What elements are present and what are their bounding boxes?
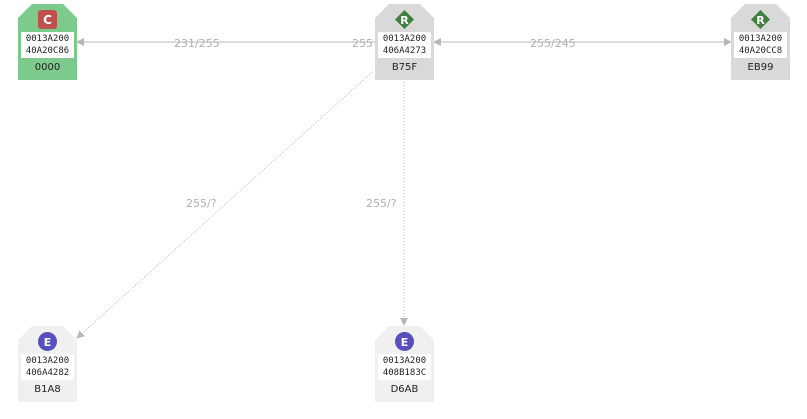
- node-router-right[interactable]: R 0013A200 40A20CC8 EB99: [731, 4, 790, 80]
- svg-text:E: E: [44, 336, 52, 349]
- link-label-center-coordinator: 231/255: [174, 37, 220, 50]
- coordinator-badge-icon: C: [38, 10, 57, 29]
- address-high: 0013A200: [25, 34, 70, 44]
- node-id: B1A8: [34, 384, 61, 395]
- node-address: 0013A200 40A20C86: [21, 32, 74, 58]
- end-device-badge-icon: E: [395, 332, 414, 351]
- node-id: EB99: [747, 62, 774, 73]
- router-badge-icon: R: [751, 10, 770, 29]
- link-label-center-right: 255/245: [530, 37, 576, 50]
- link-label-center-end-center: 255/?: [366, 197, 397, 210]
- node-address: 0013A200 40A20CC8: [734, 32, 787, 58]
- address-high: 0013A200: [25, 356, 70, 366]
- svg-text:R: R: [756, 14, 765, 27]
- node-address: 0013A200 406A4273: [378, 32, 431, 58]
- node-address: 0013A200 408B183C: [378, 354, 431, 380]
- svg-text:E: E: [401, 336, 409, 349]
- node-id: D6AB: [390, 384, 419, 395]
- node-end-center[interactable]: E 0013A200 408B183C D6AB: [375, 326, 434, 402]
- node-router-center[interactable]: R 0013A200 406A4273 B75F: [375, 4, 434, 80]
- link-label-center-end-left: 255/?: [186, 197, 217, 210]
- link-center-end-left[interactable]: [76, 71, 373, 339]
- link-label-center-near: 255: [352, 37, 373, 50]
- address-low: 408B183C: [382, 368, 427, 378]
- svg-text:R: R: [400, 14, 409, 27]
- address-high: 0013A200: [738, 34, 783, 44]
- node-end-left[interactable]: E 0013A200 406A4282 B1A8: [18, 326, 77, 402]
- end-device-badge-icon: E: [38, 332, 57, 351]
- node-id: 0000: [34, 62, 61, 73]
- svg-text:C: C: [43, 13, 52, 27]
- address-low: 40A20C86: [25, 46, 70, 56]
- address-low: 406A4282: [25, 368, 70, 378]
- address-high: 0013A200: [382, 356, 427, 366]
- node-coordinator[interactable]: C 0013A200 40A20C86 0000: [18, 4, 77, 80]
- address-low: 40A20CC8: [738, 46, 783, 56]
- address-high: 0013A200: [382, 34, 427, 44]
- router-badge-icon: R: [395, 10, 414, 29]
- address-low: 406A4273: [382, 46, 427, 56]
- node-id: B75F: [391, 62, 418, 73]
- node-address: 0013A200 406A4282: [21, 354, 74, 380]
